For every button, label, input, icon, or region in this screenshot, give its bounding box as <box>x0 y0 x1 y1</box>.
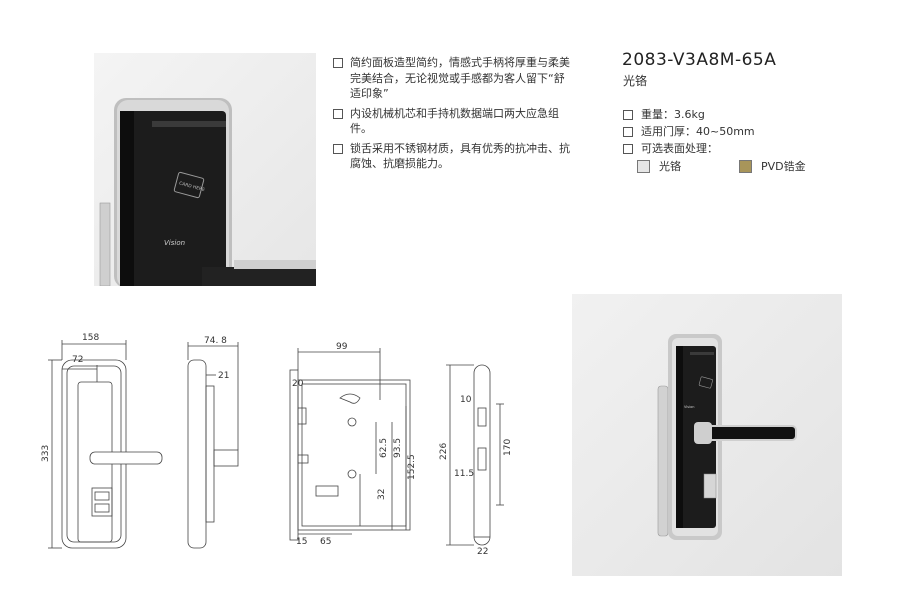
technical-drawing: 158 72 333 74. 8 21 99 20 62.5 93.5 152.… <box>41 333 513 557</box>
dim-front-width: 158 <box>82 333 99 343</box>
finish-name: 光铬 <box>623 74 648 88</box>
side-view-outline <box>187 359 207 549</box>
chrome-swatch-label: 光铬 <box>659 160 681 173</box>
dim-faceplate-d2: 170 <box>503 439 513 456</box>
dim-mortise-d3: 152.5 <box>407 454 417 480</box>
spec-row: 适用门厚：40~50mm <box>623 123 755 140</box>
dim-mortise-d2: 93.5 <box>393 438 403 458</box>
feature-item: 简约面板造型简约，情感式手柄将厚重与柔美完美结合，无论视觉或手感都为客人留下“舒… <box>333 55 573 102</box>
checkbox-icon <box>623 109 633 120</box>
product-photo-closeup: CARD HERE Vision <box>94 53 316 286</box>
dim-mortise-bottom: 65 <box>320 537 331 547</box>
faceplate-outline <box>473 364 491 546</box>
dim-mortise-top: 20 <box>292 379 304 389</box>
dim-side-sub: 21 <box>218 371 229 381</box>
feature-item: 锁舌采用不锈钢材质，具有优秀的抗冲击、抗腐蚀、抗磨损能力。 <box>333 141 573 172</box>
front-view-handle <box>89 451 163 465</box>
checkbox-icon <box>623 143 633 154</box>
spec-door-thickness: 适用门厚：40~50mm <box>641 125 755 138</box>
feature-list: 简约面板造型简约，情感式手柄将厚重与柔美完美结合，无论视觉或手感都为客人留下“舒… <box>333 55 573 176</box>
surface-options: 光铬 PVD锆金 <box>637 158 806 174</box>
product-photo-full: Vision <box>572 294 842 576</box>
feature-text: 锁舌采用不锈钢材质，具有优秀的抗冲击、抗腐蚀、抗磨损能力。 <box>350 141 570 171</box>
dim-front-sub-width: 72 <box>72 355 83 365</box>
feature-text: 简约面板造型简约，情感式手柄将厚重与柔美完美结合，无论视觉或手感都为客人留下“舒… <box>350 56 570 100</box>
checkbox-icon <box>333 143 343 154</box>
dim-faceplate-width: 22 <box>477 547 488 557</box>
spec-list: 重量：3.6kg 适用门厚：40~50mm 可选表面处理： <box>623 106 755 157</box>
feature-text: 内设机械机芯和手持机数据端口两大应急组件。 <box>350 106 559 136</box>
dim-mortise-left: 15 <box>296 537 307 547</box>
model-number: 2083-V3A8M-65A <box>622 50 777 70</box>
dim-side-depth: 74. 8 <box>204 336 227 346</box>
brand-logo-text: Vision <box>164 239 185 247</box>
dim-faceplate-height: 226 <box>439 443 449 460</box>
spec-row: 可选表面处理： <box>623 140 755 157</box>
spec-row: 重量：3.6kg <box>623 106 755 123</box>
dim-faceplate-d3: 11.5 <box>454 469 474 479</box>
dim-mortise-width: 99 <box>336 342 348 352</box>
spec-weight: 重量：3.6kg <box>641 108 705 121</box>
dim-mortise-d1: 62.5 <box>379 438 389 458</box>
checkbox-icon <box>623 126 633 137</box>
checkbox-icon <box>333 108 343 119</box>
feature-item: 内设机械机芯和手持机数据端口两大应急组件。 <box>333 106 573 137</box>
dim-front-height: 333 <box>41 445 51 462</box>
chrome-swatch <box>637 159 650 173</box>
spec-surface: 可选表面处理： <box>641 142 718 155</box>
brand-logo-text: Vision <box>684 405 694 409</box>
gold-swatch-label: PVD锆金 <box>761 160 806 173</box>
dim-faceplate-d1: 10 <box>460 395 472 405</box>
dim-mortise-d4: 32 <box>377 489 387 500</box>
gold-swatch <box>739 159 752 173</box>
checkbox-icon <box>333 58 343 68</box>
